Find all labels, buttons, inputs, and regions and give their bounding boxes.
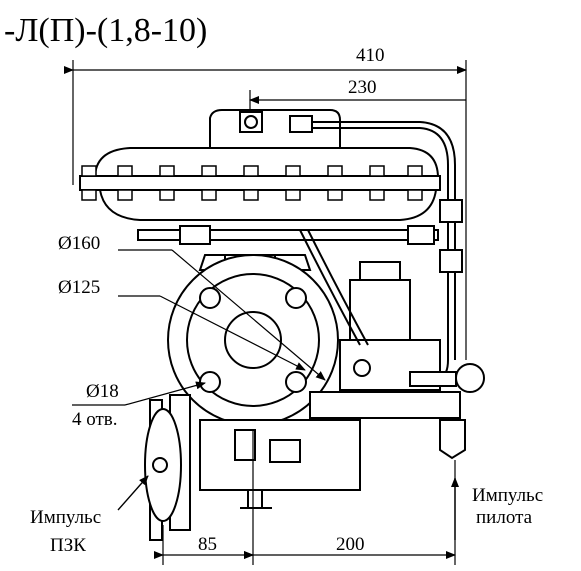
dimension-200-label: 200 [336,534,365,555]
flange-outer-label: Ø160 [58,233,101,254]
housing-bolts [81,165,423,201]
impulse-pzk-line1: Импульс [30,507,102,528]
impulse-pilot-line1: Импульс [472,485,544,506]
pilot-block [299,229,485,460]
valve-body [167,254,339,426]
dimension-230-label: 230 [348,77,377,98]
dimension-410 [64,60,467,360]
leader-lines [72,249,326,406]
drawing-title: -Л(П)-(1,8-10) [4,12,208,49]
impulse-pilot-line2: пилота [476,507,533,528]
dimension-85-label: 85 [198,534,217,555]
diaphragm-housing [79,109,441,221]
pilot-tubing [289,115,463,379]
lower-assembly [199,419,361,509]
dimension-410-label: 410 [356,45,385,66]
impulse-pzk-line2: ПЗК [50,535,86,556]
hole-diameter-label: Ø18 [86,381,119,402]
bolt-circle-label: Ø125 [58,277,101,298]
pzk-arrow-icon [117,475,149,511]
connecting-rod [137,225,439,245]
hole-count-label: 4 отв. [72,409,118,430]
pzk-device [144,394,191,541]
